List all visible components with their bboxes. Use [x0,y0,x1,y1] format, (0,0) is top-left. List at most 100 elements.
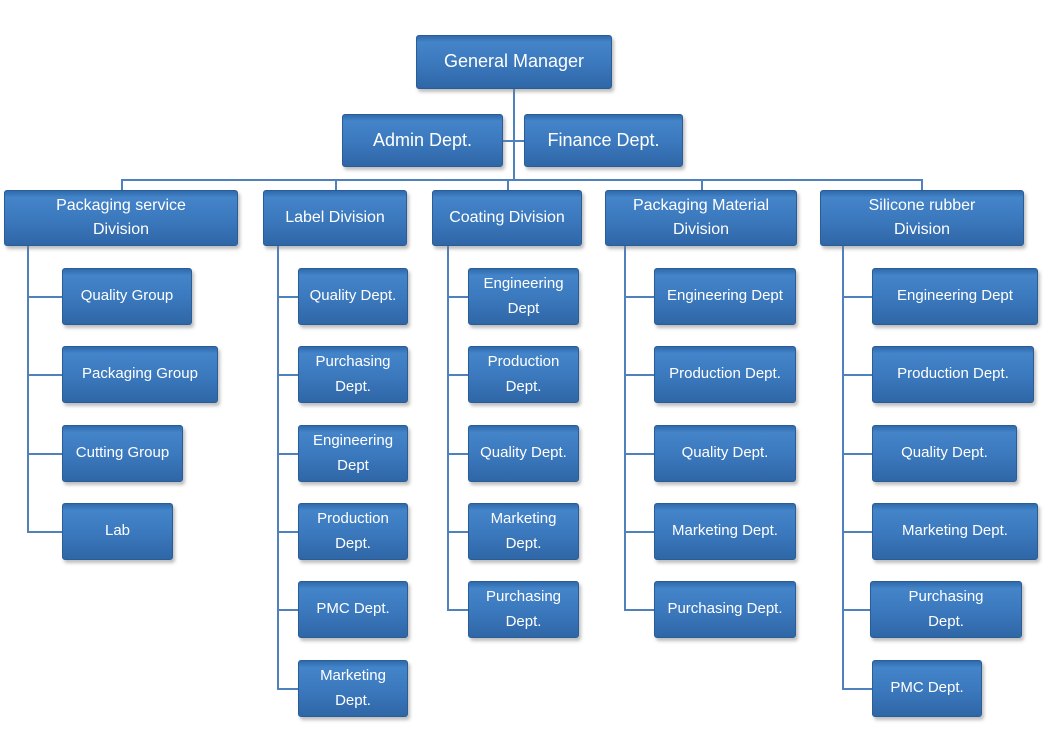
connector-col1-vertical [27,246,29,532]
node-label-production-dept: Production Dept. [298,503,408,560]
connector-elbow [842,688,872,690]
connector-elbow [624,296,654,298]
node-label: Marketing Dept. [902,522,1008,540]
connector-elbow [27,374,62,376]
node-label: Admin Dept. [372,129,473,150]
connector-elbow [277,688,298,690]
node-label: Engineering Dept [483,274,564,317]
connector-elbow [447,609,468,611]
node-lab: Lab [62,503,173,560]
node-label: Marketing Dept. [490,509,557,552]
node-coating-production-dept: Production Dept. [468,346,579,403]
node-silicone-rubber-division: Silicone rubber Division [820,190,1024,246]
connector-elbow [624,531,654,533]
connector-elbow [277,531,298,533]
node-coating-purchasing-dept: Purchasing Dept. [468,581,579,638]
node-label: Production Dept. [897,365,1009,383]
node-general-manager: General Manager [416,35,612,89]
node-label: Quality Group [80,287,174,305]
node-admin-dept: Admin Dept. [342,114,503,167]
node-label: Engineering Dept [312,431,394,474]
node-label: PMC Dept. [316,600,390,618]
node-label-marketing-dept: Marketing Dept. [298,660,408,717]
node-quality-group: Quality Group [62,268,192,325]
node-label-purchasing-dept: Purchasing Dept. [298,346,408,403]
connector-elbow [447,374,468,376]
connector-elbow [624,609,654,611]
connector-col5-vertical [842,246,844,689]
connector-stub-division-3 [507,179,509,190]
connector-stub-division-1 [121,179,123,190]
node-label: Production Dept. [487,352,560,395]
connector-stub-division-4 [701,179,703,190]
connector-elbow [277,453,298,455]
node-coating-marketing-dept: Marketing Dept. [468,503,579,560]
node-label: Cutting Group [75,444,170,462]
node-label-engineering-dept: Engineering Dept [298,425,408,482]
node-label: Purchasing Dept. [667,600,783,618]
node-label: Silicone rubber Division [868,197,976,238]
node-coating-division: Coating Division [432,190,582,246]
node-packaging-group: Packaging Group [62,346,218,403]
node-packaging-service-division: Packaging service Division [4,190,238,246]
node-label: Quality Dept. [901,444,988,462]
node-label: Marketing Dept. [672,522,778,540]
connector-elbow [624,453,654,455]
node-silicone-production-dept: Production Dept. [872,346,1034,403]
node-label: Packaging service Division [56,197,186,238]
connector-elbow [27,453,62,455]
connector-elbow [842,296,872,298]
node-pkgmat-purchasing-dept: Purchasing Dept. [654,581,796,638]
node-label: Quality Dept. [681,444,769,462]
node-label: Quality Dept. [480,444,567,462]
node-label-pmc-dept: PMC Dept. [298,581,408,638]
node-pkgmat-production-dept: Production Dept. [654,346,796,403]
node-coating-quality-dept: Quality Dept. [468,425,579,482]
node-label: Label Division [285,209,385,226]
node-label: Purchasing Dept. [485,587,562,630]
node-silicone-purchasing-dept: Purchasing Dept. [870,581,1022,638]
node-label: Purchasing Dept. [315,352,391,395]
connector-elbow [447,453,468,455]
connector-elbow [842,531,872,533]
node-label: Production Dept. [669,365,781,383]
node-label: Marketing Dept. [320,666,386,709]
node-pkgmat-quality-dept: Quality Dept. [654,425,796,482]
connector-divisions-horizontal [121,179,922,181]
node-label: Engineering Dept [667,287,783,305]
node-label: PMC Dept. [890,679,964,697]
node-silicone-marketing-dept: Marketing Dept. [872,503,1038,560]
node-label: Purchasing Dept. [908,587,984,630]
connector-gm-vertical [513,89,515,180]
connector-stub-division-5 [921,179,923,190]
node-label: Packaging Material Division [632,197,770,238]
node-label: Quality Dept. [309,287,397,305]
node-cutting-group: Cutting Group [62,425,183,482]
node-label-division: Label Division [263,190,407,246]
node-silicone-engineering-dept: Engineering Dept [872,268,1038,325]
node-label: Finance Dept. [547,129,660,150]
connector-elbow [624,374,654,376]
node-coating-engineering-dept: Engineering Dept [468,268,579,325]
connector-elbow [27,531,62,533]
connector-elbow [842,453,872,455]
node-label-quality-dept: Quality Dept. [298,268,408,325]
connector-elbow [277,609,298,611]
connector-staff-horizontal [503,140,524,142]
node-label: Engineering Dept [897,287,1013,305]
node-label: General Manager [443,51,585,72]
node-finance-dept: Finance Dept. [524,114,683,167]
node-label: Packaging Group [82,365,198,383]
connector-elbow [277,374,298,376]
connector-elbow [447,531,468,533]
connector-elbow [277,296,298,298]
connector-elbow [447,296,468,298]
node-label: Production Dept. [317,509,389,552]
node-pkgmat-marketing-dept: Marketing Dept. [654,503,796,560]
connector-elbow [842,374,872,376]
connector-col4-vertical [624,246,626,610]
node-silicone-pmc-dept: PMC Dept. [872,660,982,717]
connector-elbow [27,296,62,298]
connector-stub-division-2 [335,179,337,190]
